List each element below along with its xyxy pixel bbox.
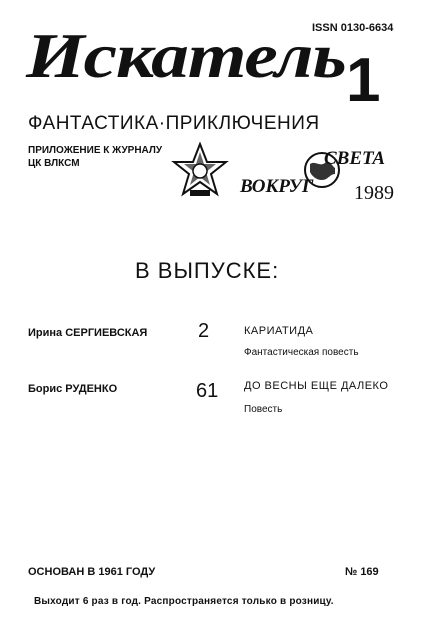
item-author: Борис РУДЕНКО [28, 383, 118, 395]
logo-text-vokrug: ВОКРУГ [240, 176, 314, 197]
item-author: Ирина СЕРГИЕВСКАЯ [28, 327, 148, 339]
item-genre: Повесть [244, 404, 283, 415]
magazine-subtitle: ФАНТАСТИКА·ПРИКЛЮЧЕНИЯ [28, 113, 320, 134]
contents-heading: В ВЫПУСКЕ: [135, 258, 280, 283]
founded-note: ОСНОВАН В 1961 ГОДУ [28, 566, 156, 578]
magazine-title: Искатель [26, 20, 347, 91]
globe-icon [304, 152, 340, 188]
issue-year: 1989 [354, 182, 394, 204]
logo-text-sveta: СВЕТА [324, 148, 386, 169]
item-title: КАРИАТИДА [244, 325, 314, 337]
issn-number: ISSN 0130-6634 [312, 22, 394, 34]
item-page: 2 [198, 320, 210, 342]
order-emblem-icon [171, 142, 229, 197]
issue-number: 1 [346, 46, 381, 115]
item-genre: Фантастическая повесть [244, 347, 359, 358]
distribution-note: Выходит 6 раз в год. Распространяется то… [34, 596, 334, 607]
item-title: ДО ВЕСНЫ ЕЩЕ ДАЛЕКО [244, 380, 389, 392]
supplement-line-2: ЦК ВЛКСМ [28, 158, 80, 169]
item-page: 61 [196, 380, 219, 402]
running-number: № 169 [345, 566, 379, 578]
supplement-line-1: ПРИЛОЖЕНИЕ К ЖУРНАЛУ [28, 145, 163, 156]
supplement-note: ПРИЛОЖЕНИЕ К ЖУРНАЛУ ЦК ВЛКСМ [28, 144, 162, 170]
